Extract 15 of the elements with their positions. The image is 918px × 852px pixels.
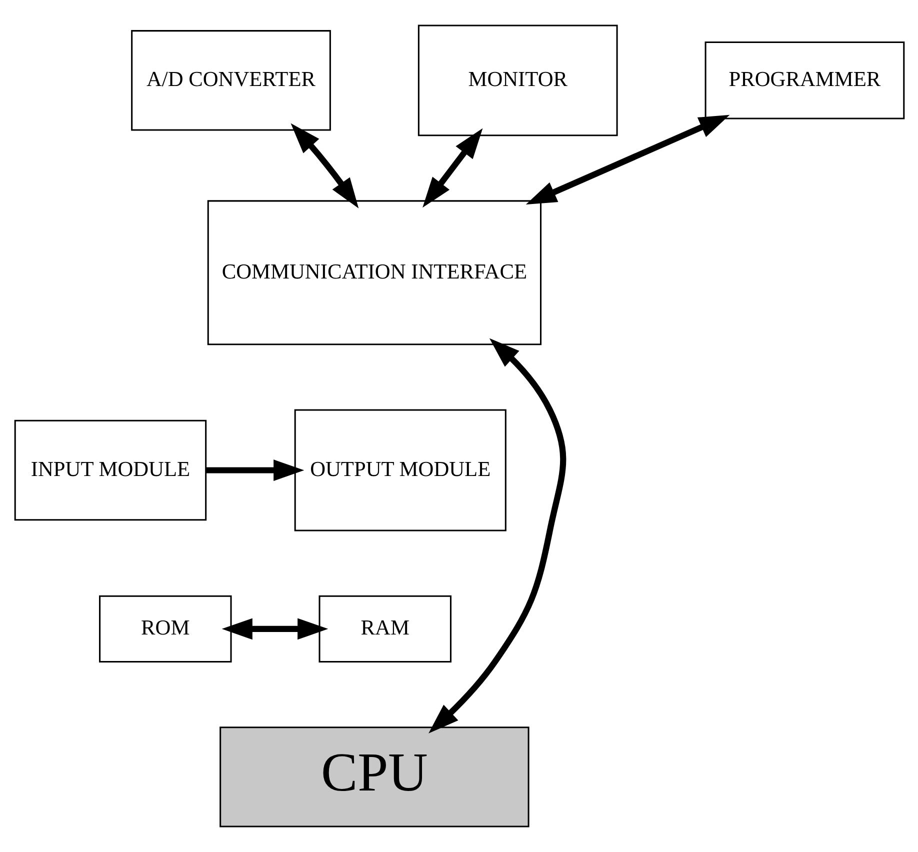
node-box: MONITOR	[417, 24, 618, 136]
node-box: INPUT MODULE	[14, 420, 206, 521]
arrow	[206, 460, 304, 481]
node-box: OUTPUT MODULE	[294, 409, 506, 532]
arrow	[422, 128, 482, 208]
arrow	[290, 123, 358, 208]
arrow	[428, 338, 566, 734]
node-box: COMMUNICATION INTERFACE	[206, 200, 542, 346]
arrow	[525, 114, 730, 205]
node-box: PROGRAMMER	[704, 42, 904, 120]
node-box: ROM	[98, 595, 232, 662]
node-box: CPU	[219, 726, 529, 828]
node-box: RAM	[318, 595, 451, 662]
node-box: A/D CONVERTER	[130, 30, 330, 131]
arrow	[221, 618, 328, 640]
